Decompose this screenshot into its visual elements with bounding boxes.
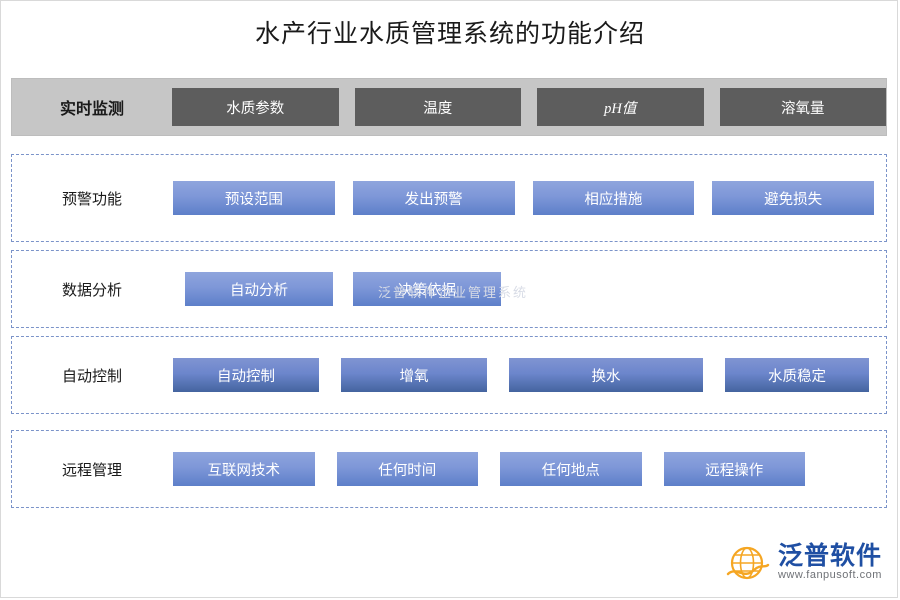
- row-automatic-control: 自动控制 自动控制 增氧 换水 水质稳定: [11, 336, 887, 414]
- cell-preset-range: 预设范围: [172, 180, 336, 216]
- cell-water-quality-stable: 水质稳定: [724, 357, 870, 393]
- row-label-remote-management: 远程管理: [61, 462, 122, 479]
- cell-any-place: 任何地点: [499, 451, 643, 487]
- logo-text: 泛普软件 www.fanpusoft.com: [777, 543, 882, 582]
- row-cells-remote-management: 互联网技术 任何时间 任何地点 远程操作: [172, 431, 886, 507]
- cell-water-change: 换水: [508, 357, 704, 393]
- page-title: 水产行业水质管理系统的功能介绍: [254, 21, 645, 48]
- row-cells-automatic-control: 自动控制 增氧 换水 水质稳定: [172, 337, 886, 413]
- cell-any-time: 任何时间: [335, 451, 479, 487]
- logo-title: 泛普软件: [777, 543, 882, 571]
- cell-dissolved-oxygen: 溶氧量: [719, 88, 886, 126]
- cell-automatic-analysis: 自动分析: [184, 271, 334, 307]
- row-label-data-analysis: 数据分析: [61, 282, 122, 299]
- row-cells-realtime-monitoring: 水质参数 温度 pH值 溶氧量: [172, 79, 886, 135]
- brand-logo: 泛普软件 www.fanpusoft.com: [724, 540, 882, 586]
- cell-oxygen-increase: 增氧: [340, 357, 488, 393]
- row-label-automatic-control: 自动控制: [61, 368, 122, 385]
- cell-remote-operation: 远程操作: [662, 451, 806, 487]
- globe-icon: [724, 540, 770, 586]
- cell-internet-technology: 互联网技术: [172, 451, 316, 487]
- row-label-realtime-monitoring: 实时监测: [59, 101, 124, 118]
- row-label-warning-function: 预警功能: [61, 191, 122, 208]
- cell-water-quality-parameter: 水质参数: [172, 88, 339, 126]
- cell-ph-value: pH值: [537, 88, 704, 126]
- cell-automatic-control: 自动控制: [172, 357, 320, 393]
- cell-avoid-loss: 避免损失: [711, 180, 875, 216]
- cell-issue-warning: 发出预警: [351, 180, 516, 216]
- row-warning-function: 预警功能 预设范围 发出预警 相应措施 避免损失: [11, 154, 887, 242]
- cell-corresponding-measures: 相应措施: [531, 180, 696, 216]
- cell-decision-basis: 决策依据: [352, 271, 502, 307]
- row-cells-data-analysis: 自动分析 决策依据: [172, 251, 886, 327]
- row-data-analysis: 数据分析 自动分析 决策依据: [11, 250, 887, 328]
- cell-temperature: 温度: [354, 88, 521, 126]
- row-cells-warning-function: 预设范围 发出预警 相应措施 避免损失: [172, 155, 886, 241]
- row-realtime-monitoring: 实时监测 水质参数 温度 pH值 溶氧量: [11, 78, 887, 136]
- row-remote-management: 远程管理 互联网技术 任何时间 任何地点 远程操作: [11, 430, 887, 508]
- logo-domain: www.fanpusoft.com: [777, 569, 882, 582]
